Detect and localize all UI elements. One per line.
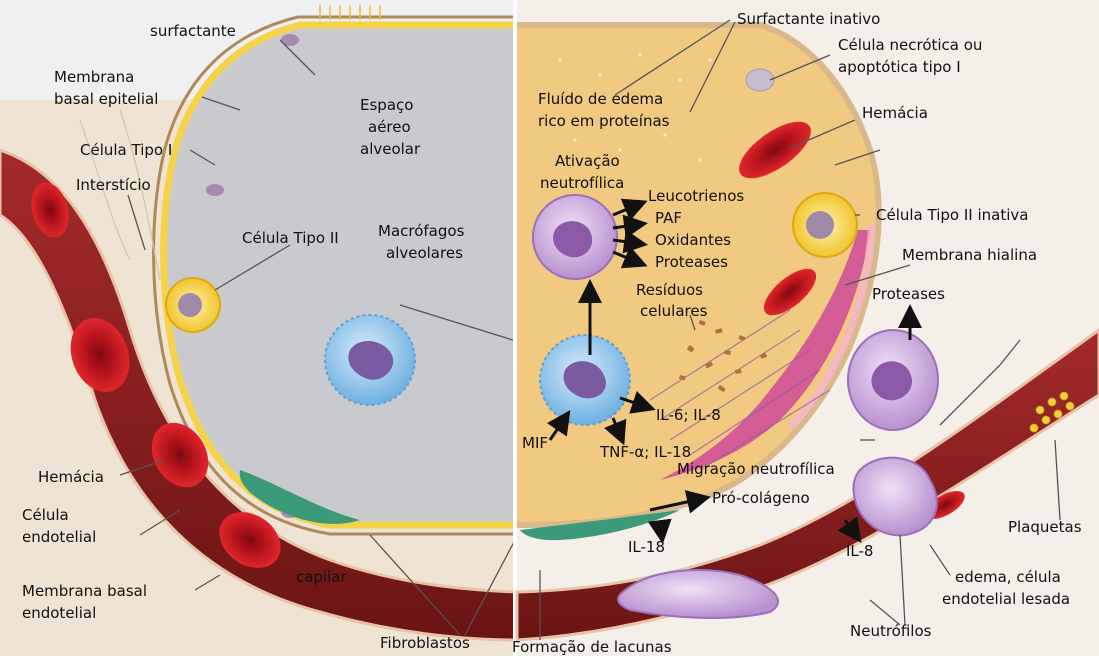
label-tnf-il18: TNF-α; IL-18 (599, 443, 691, 461)
label-neutrofilos: Neutrófilos (850, 622, 932, 640)
label-membrana-basal-endotelial-2: endotelial (22, 604, 96, 622)
label-hemacia-right: Hemácia (862, 104, 928, 122)
label-surfactante: surfactante (150, 22, 236, 40)
label-residuos-1: Resíduos (636, 281, 703, 299)
label-il8: IL-8 (846, 542, 873, 560)
right-panel: Surfactante inativo Célula necrótica ou … (512, 0, 1099, 656)
type-ii-cell-nucleus (178, 293, 202, 317)
label-mif: MIF (522, 434, 548, 452)
label-pro-colageno: Pró-colágeno (712, 489, 810, 507)
label-residuos-2: celulares (640, 302, 708, 320)
label-ativacao-2: neutrofílica (540, 174, 624, 192)
label-proteases-2: Proteases (872, 285, 945, 303)
label-celula-necrotica-2: apoptótica tipo I (838, 58, 961, 76)
label-macrofagos-1: Macrófagos (378, 222, 465, 240)
label-plaquetas: Plaquetas (1008, 518, 1082, 536)
label-capilar: capilar (296, 568, 347, 586)
label-fluido-2: rico em proteínas (538, 112, 670, 130)
label-membrana-hialina: Membrana hialina (902, 246, 1037, 264)
label-surfactante-inativo: Surfactante inativo (737, 10, 880, 28)
inactive-type-ii-cell-nucleus (806, 211, 834, 239)
label-espaco-aereo-2: aéreo (368, 118, 411, 136)
label-membrana-basal-epitelial-1: Membrana (54, 68, 134, 86)
left-panel: surfactante Membrana basal epitelial Cél… (0, 0, 545, 656)
label-espaco-aereo-3: alveolar (360, 140, 421, 158)
label-fibroblastos: Fibroblastos (380, 634, 470, 652)
neutrophil-nucleus (871, 361, 912, 400)
label-celula-tipo-i: Célula Tipo I (80, 141, 172, 159)
label-edema-1: edema, célula (955, 568, 1061, 586)
necrotic-type-i-cell (746, 69, 774, 91)
label-membrana-basal-epitelial-2: basal epitelial (54, 90, 158, 108)
label-celula-endotelial-2: endotelial (22, 528, 96, 546)
label-ativacao-1: Ativação (555, 152, 620, 170)
label-proteases-1: Proteases (655, 253, 728, 271)
label-espaco-aereo-1: Espaço (360, 96, 413, 114)
label-migracao-neutrofilica: Migração neutrofílica (677, 460, 835, 478)
label-il18: IL-18 (628, 538, 665, 556)
label-edema-2: endotelial lesada (942, 590, 1070, 608)
label-hemacia-left: Hemácia (38, 468, 104, 486)
label-celula-tipo-ii-inativa: Célula Tipo II inativa (876, 206, 1028, 224)
label-il6-il8: IL-6; IL-8 (656, 406, 721, 424)
label-celula-tipo-ii: Célula Tipo II (242, 229, 339, 247)
label-celula-endotelial-1: Célula (22, 506, 69, 524)
label-membrana-basal-endotelial-1: Membrana basal (22, 582, 147, 600)
label-fluido-1: Fluído de edema (538, 90, 663, 108)
label-macrofagos-2: alveolares (386, 244, 463, 262)
label-paf: PAF (655, 209, 682, 227)
label-oxidantes: Oxidantes (655, 231, 731, 249)
type-i-cell-nucleus (206, 184, 224, 196)
label-formacao-lacunas: Formação de lacunas (512, 638, 672, 656)
label-intersticio: Interstício (76, 176, 151, 194)
label-leucotrienos: Leucotrienos (648, 187, 744, 205)
label-celula-necrotica-1: Célula necrótica ou (838, 36, 982, 54)
